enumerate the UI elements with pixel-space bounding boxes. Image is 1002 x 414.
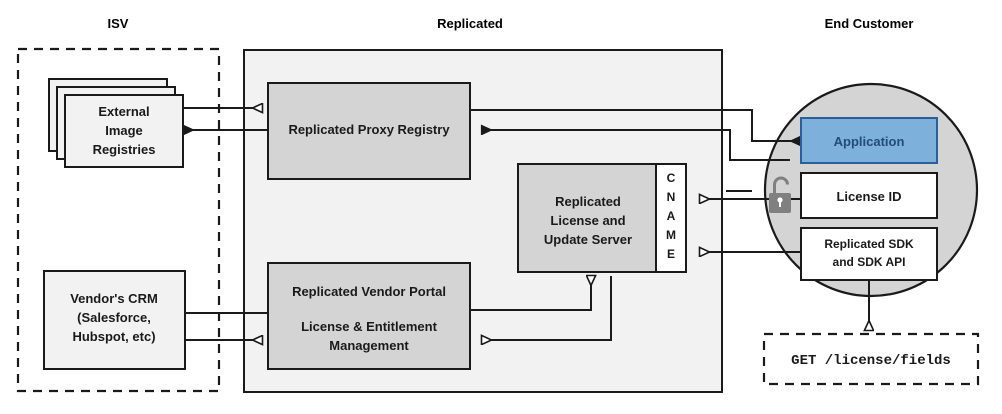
license-id: License ID <box>800 172 938 219</box>
replicated-license-and-update-server: Replicated License and Update Server <box>517 163 658 273</box>
replicated-vendor-portal-box <box>267 262 471 370</box>
replicated-sdk-box <box>800 227 938 281</box>
external-image-registries: External Image Registries <box>48 78 184 168</box>
license-id-box <box>800 172 938 219</box>
replicated-proxy-registry: Replicated Proxy Registry <box>267 82 471 180</box>
replicated-sdk-line-1: Replicated SDK <box>824 237 914 251</box>
cname-letter-c: C <box>667 171 676 185</box>
replicated-proxy-registry-box <box>267 82 471 180</box>
replicated-license-server-line-2: License and <box>550 213 625 228</box>
replicated-proxy-registry-label: Replicated Proxy Registry <box>288 122 450 137</box>
replicated-vendor-portal-line-1: Replicated Vendor Portal <box>292 284 446 299</box>
api-request-callout: GET /license/fields <box>762 332 980 386</box>
cname-letter-m: M <box>666 228 676 242</box>
replicated-vendor-portal-line-3: Management <box>329 338 409 353</box>
connector-proxy-to-application <box>470 109 800 141</box>
cname-letter-a: A <box>667 209 676 223</box>
cname-strip: C N A M E <box>655 163 687 273</box>
external-image-registries-line-2: Image <box>105 123 143 138</box>
replicated-sdk: Replicated SDK and SDK API <box>800 227 938 281</box>
isv-zone-container <box>16 47 221 393</box>
zone-title-end-customer: End Customer <box>825 16 914 31</box>
vendors-crm-box <box>43 270 186 370</box>
application-box <box>800 117 938 164</box>
connector-vendor-portal-to-license-server <box>470 276 591 311</box>
cname-letter-e: E <box>667 247 675 261</box>
unlocked-padlock-icon <box>769 176 791 213</box>
external-image-registries-line-1: External <box>98 104 149 119</box>
vendors-crm-line-3: Hubspot, etc) <box>72 329 155 344</box>
replicated-vendor-portal: Replicated Vendor Portal License & Entit… <box>267 262 471 370</box>
cname-letter-n: N <box>667 190 676 204</box>
replicated-vendor-portal-line-2: License & Entitlement <box>301 319 437 334</box>
vendors-crm-line-2: (Salesforce, <box>77 310 151 325</box>
replicated-license-server-line-1: Replicated <box>555 194 621 209</box>
zone-title-replicated: Replicated <box>437 16 503 31</box>
connector-license-server-to-vendor-portal <box>482 276 612 340</box>
replicated-license-server-line-3: Update Server <box>544 232 632 247</box>
replicated-sdk-line-2: and SDK API <box>833 255 906 269</box>
external-image-registries-line-3: Registries <box>93 142 156 157</box>
cname-strip-box <box>655 163 687 273</box>
license-id-label: License ID <box>836 189 901 204</box>
vendors-crm: Vendor's CRM (Salesforce, Hubspot, etc) <box>43 270 186 370</box>
application-label: Application <box>834 134 905 149</box>
api-request-text: GET /license/fields <box>791 353 951 369</box>
zone-title-isv: ISV <box>108 16 129 31</box>
vendors-crm-line-1: Vendor's CRM <box>70 291 158 306</box>
external-image-registries-stack-front <box>64 94 184 168</box>
application: Application <box>800 117 938 164</box>
connector-application-to-proxy <box>482 130 790 161</box>
api-request-callout-box <box>762 332 980 386</box>
